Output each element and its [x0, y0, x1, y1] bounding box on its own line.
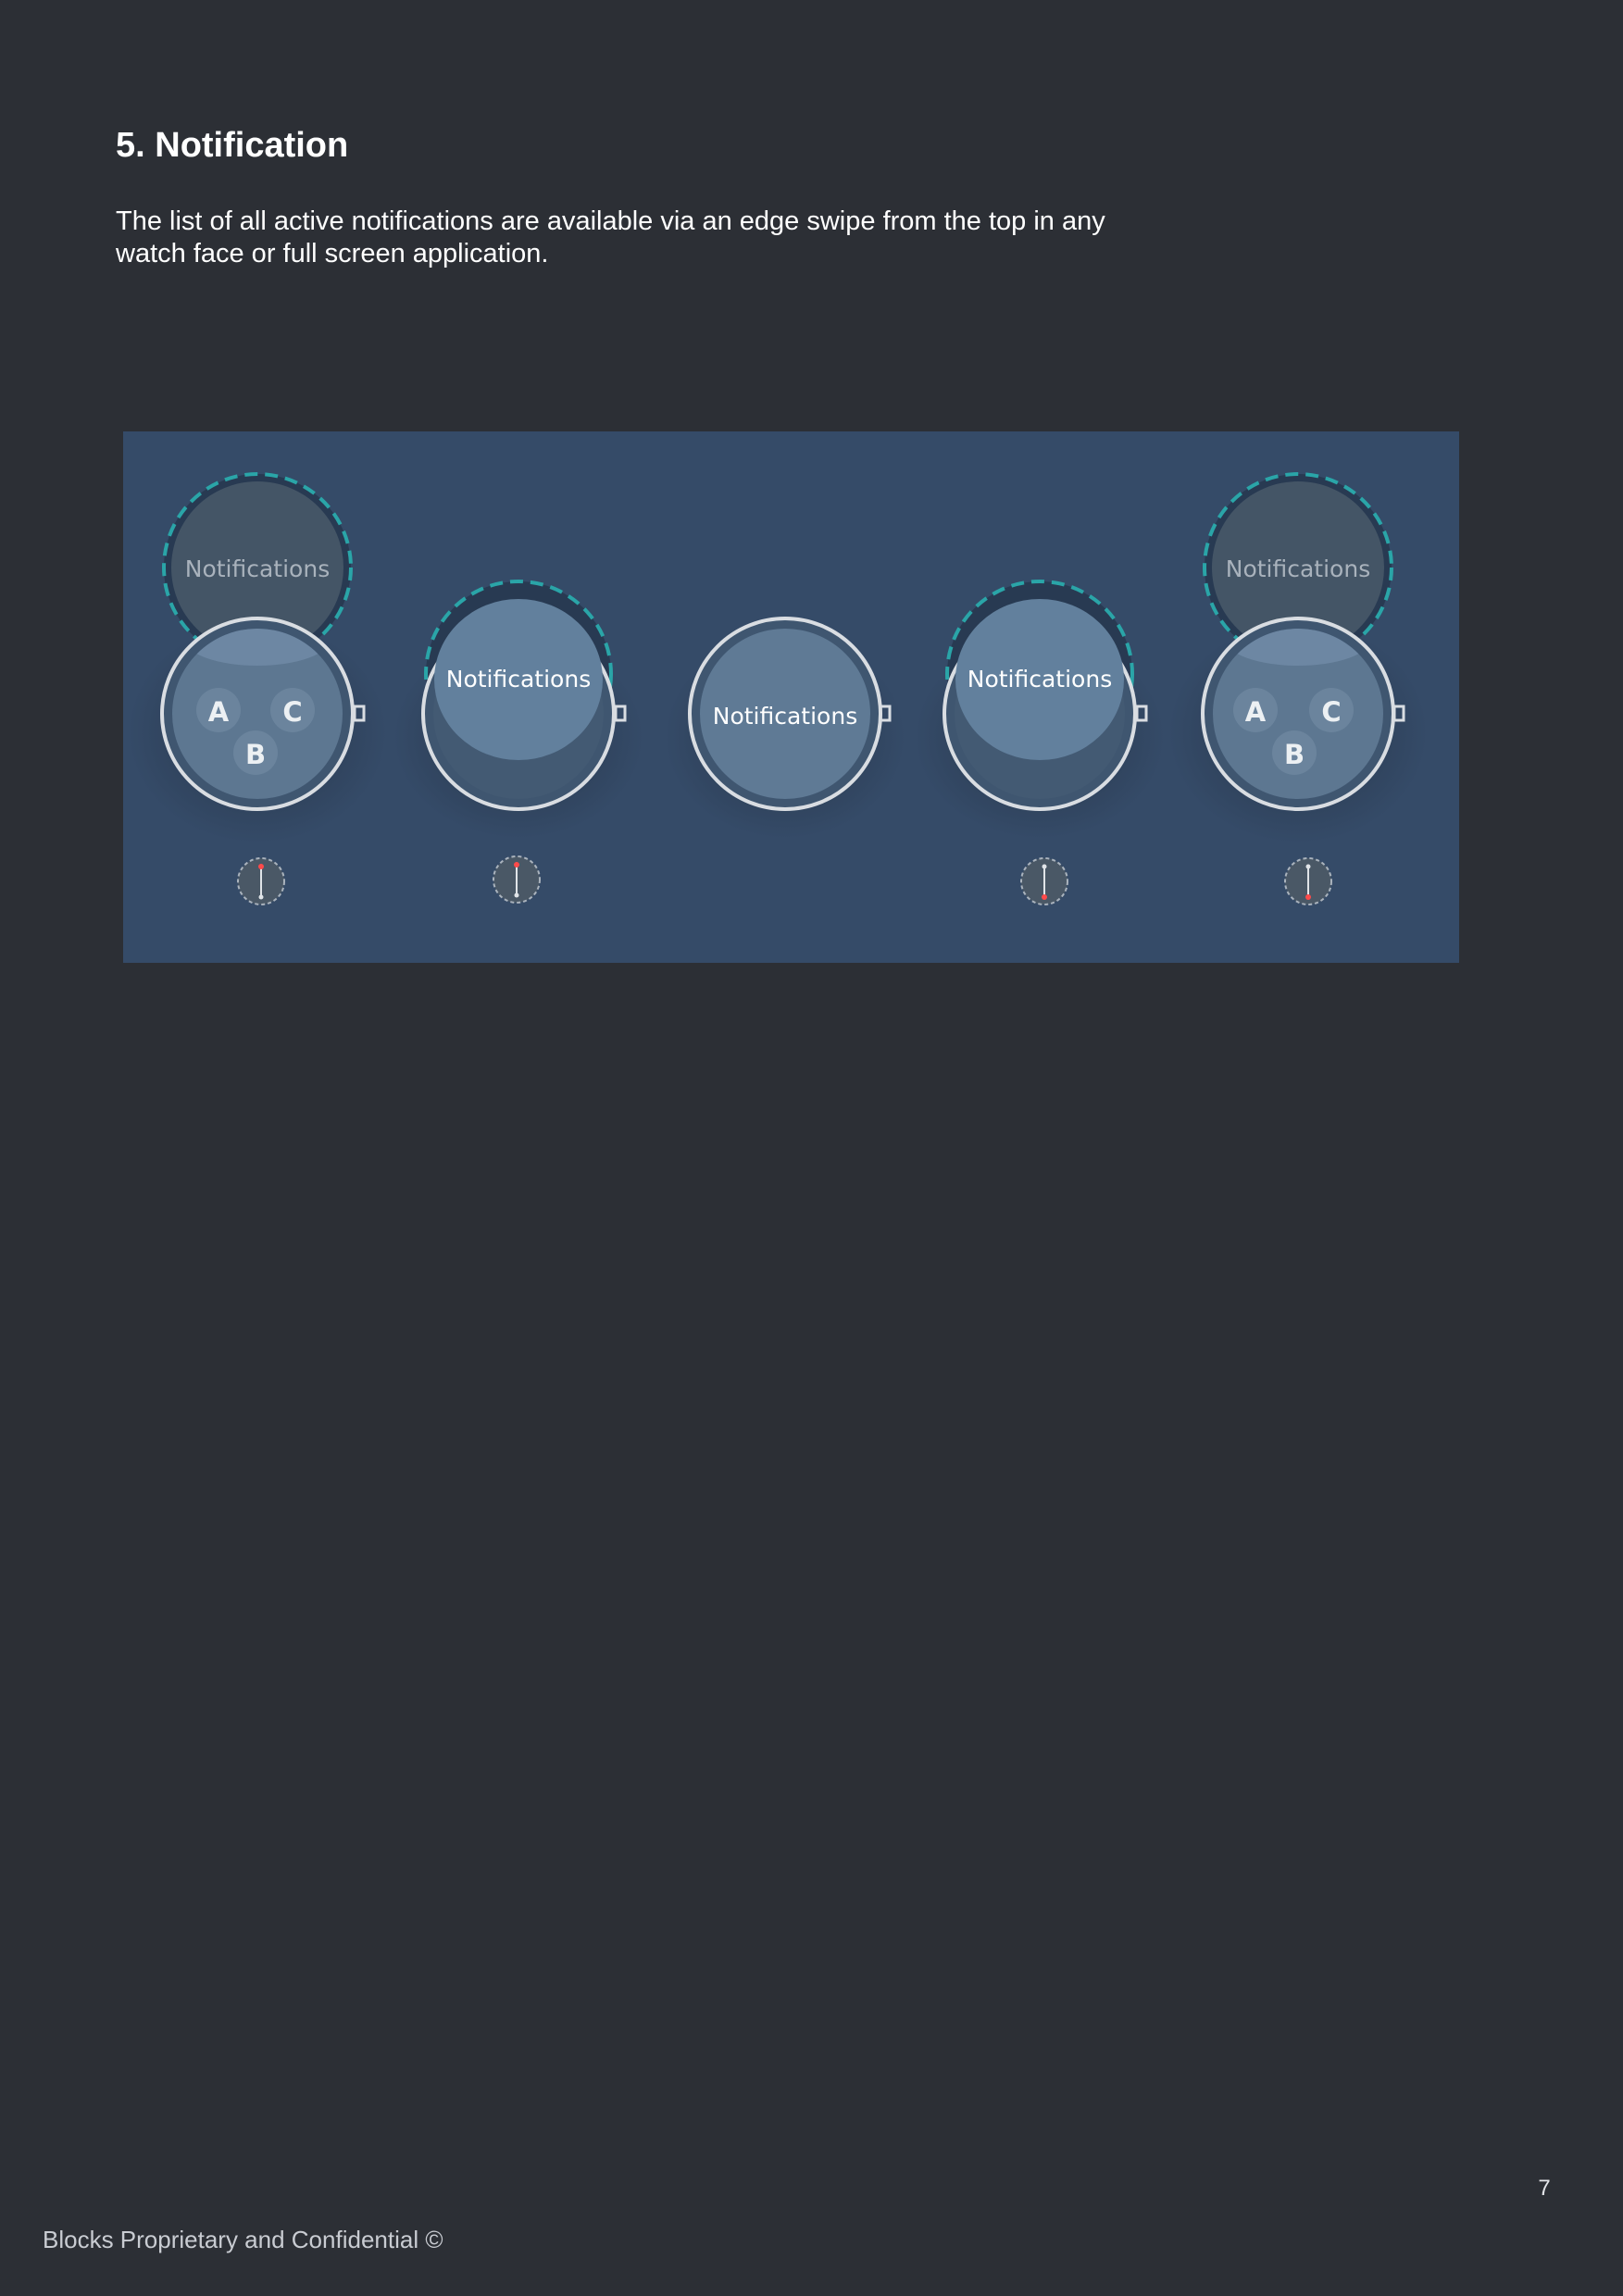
swipe-indicator	[493, 855, 541, 904]
footer-confidential: Blocks Proprietary and Confidential ©	[43, 2226, 443, 2253]
notification-screen	[700, 629, 870, 799]
complication-c-label: C	[282, 696, 302, 728]
section-heading: 5. Notification	[116, 126, 349, 165]
page-number: 7	[1538, 2176, 1551, 2201]
swipe-indicator	[237, 857, 285, 905]
section-description: The list of all active notifications are…	[116, 206, 1105, 268]
crown-button	[879, 705, 892, 722]
complication-a-label: A	[1245, 696, 1267, 728]
complication-c-label: C	[1321, 696, 1341, 728]
crown-button	[1392, 705, 1405, 722]
notification-swipe-figure: Notifications A C B	[123, 431, 1459, 963]
notification-bubble-label: Notifications	[1226, 555, 1370, 582]
watch-face	[172, 629, 343, 799]
swipe-indicator	[1284, 857, 1332, 905]
crown-button	[353, 705, 366, 722]
notification-panel	[434, 599, 603, 760]
state-watch-face-returned: Notifications A C B	[1168, 472, 1428, 905]
state-notification-pushing-up: Notifications	[915, 580, 1165, 905]
notification-panel-label: Notifications	[968, 666, 1112, 693]
crown-button	[1135, 705, 1148, 722]
crown-button	[614, 705, 627, 722]
state-notification-pulling-down: Notifications	[393, 580, 643, 904]
notification-panel-label: Notifications	[446, 666, 591, 693]
complication-a-label: A	[208, 696, 230, 728]
complication-b-label: B	[1284, 739, 1305, 770]
notification-screen-label: Notifications	[713, 703, 857, 730]
complication-b-label: B	[245, 739, 266, 770]
state-watch-face-pull-start: Notifications A C B	[128, 472, 387, 905]
notification-bubble-label: Notifications	[185, 555, 330, 582]
state-notification-full-screen: Notifications	[665, 617, 905, 839]
swipe-indicator	[1020, 857, 1068, 905]
